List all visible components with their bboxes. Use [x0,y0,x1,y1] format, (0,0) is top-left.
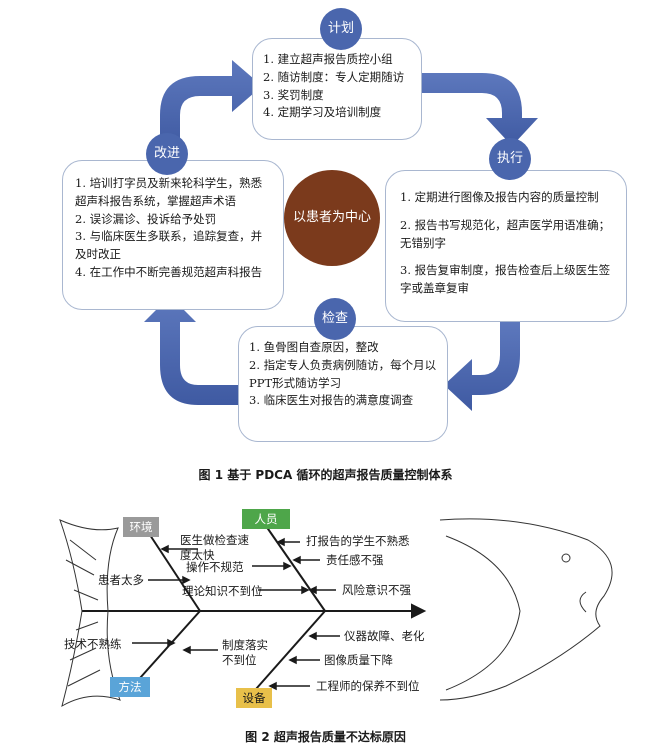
plan-item: 3. 奖罚制度 [263,87,324,102]
category-people: 人员 [242,509,290,529]
cause-label: 责任感不强 [326,553,384,567]
do-tag: 执行 [489,138,531,180]
check-item: 2. 指定专人负责病例随访，每个月以PPT形式随访学习 [249,357,437,390]
bone-people [265,525,326,612]
check-item: 1. 鱼骨图自查原因，整改 [249,340,379,354]
arrow-do-to-check [444,322,520,411]
cause-label: 图像质量下降 [324,653,393,667]
cause-label: 医生做检查速度太快 [180,533,249,562]
act-item: 2. 误诊漏诊、投诉给予处罚 [75,211,217,226]
cause-label: 仪器故障、老化 [344,629,425,643]
fish-head [439,518,613,701]
check-item: 3. 临床医生对报告的满意度调查 [249,393,414,408]
cause-label: 风险意识不强 [342,583,411,597]
fish-tail [59,519,121,708]
arrow-plan-to-do [420,73,538,146]
act-tag: 改进 [146,133,188,175]
act-item: 4. 在工作中不断完善规范超声科报告 [75,265,263,280]
do-item: 2. 报告书写规范化，超声医学用语准确；无错别字 [400,217,611,250]
bone-env [149,534,201,612]
cause-label: 操作不规范 [186,560,244,574]
act-item: 1. 培训打字员及新来轮科学生，熟悉超声科报告系统，掌握超声术语 [75,176,263,208]
arrow-check-to-act [144,296,238,405]
do-item: 1. 定期进行图像及报告内容的质量控制 [400,190,599,204]
figure2-caption: 图 2 超声报告质量不达标原因 [245,730,406,744]
do-item: 3. 报告复审制度，报告检查后上级医生签字或盖章复审 [400,263,611,296]
cause-label: 技术不熟练 [64,637,122,651]
cause-label: 打报告的学生不熟悉 [306,534,410,548]
plan-item: 4. 定期学习及培训制度 [263,105,382,120]
act-box: 1. 培训打字员及新来轮科学生，熟悉超声科报告系统，掌握超声术语 2. 误诊漏诊… [62,160,284,310]
category-env: 环境 [123,517,159,537]
cause-label: 工程师的保养不到位 [316,679,420,693]
spine-arrowhead [411,603,427,619]
category-method: 方法 [110,677,150,697]
plan-tag: 计划 [320,8,362,50]
cause-label: 理论知识不到位 [182,584,263,598]
bone-equipment [255,610,326,690]
check-tag: 检查 [314,298,356,340]
category-equipment: 设备 [236,688,272,708]
plan-item: 1. 建立超声报告质控小组 [263,52,393,66]
check-box: 1. 鱼骨图自查原因，整改 2. 指定专人负责病例随访，每个月以PPT形式随访学… [238,326,448,442]
figure1-caption: 图 1 基于 PDCA 循环的超声报告质量控制体系 [198,468,453,482]
center-circle: 以患者为中心 [284,170,380,266]
act-item: 3. 与临床医生多联系，追踪复查，并及时改正 [75,229,263,262]
plan-box: 1. 建立超声报告质控小组 2. 随访制度：专人定期随访 3. 奖罚制度 4. … [252,38,422,140]
plan-item: 2. 随访制度：专人定期随访 [263,69,405,84]
cause-label: 制度落实不到位 [222,638,268,667]
cause-label: 患者太多 [98,573,144,587]
arrow-act-to-plan [160,60,262,150]
do-box: 1. 定期进行图像及报告内容的质量控制 2. 报告书写规范化，超声医学用语准确；… [385,170,627,322]
